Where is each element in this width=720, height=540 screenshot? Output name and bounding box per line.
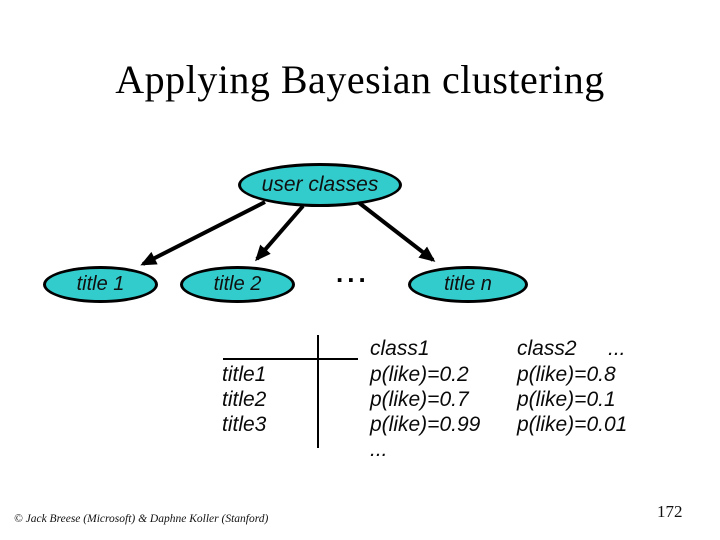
table-header-ellipsis: ... — [608, 337, 626, 360]
table-row-label: title3 — [222, 413, 267, 436]
arrow-user-classes-to-title-n — [356, 200, 436, 262]
table-cell: p(like)=0.99 — [370, 413, 481, 436]
table-cell: p(like)=0.8 — [517, 363, 616, 386]
node-user-classes-label: user classes — [261, 173, 379, 196]
nodes-ellipsis: ... — [336, 258, 370, 288]
table-cell: p(like)=0.1 — [517, 388, 616, 411]
table-vertical-divider — [317, 335, 319, 448]
table-cell: p(like)=0.2 — [370, 363, 469, 386]
node-title-1-label: title 1 — [76, 273, 125, 295]
table-header-class1: class1 — [370, 337, 430, 360]
page-number: 172 — [657, 502, 683, 521]
node-user-classes: user classes — [238, 163, 402, 207]
node-title-2-label: title 2 — [213, 273, 262, 295]
node-title-1: title 1 — [43, 266, 158, 303]
slide-title: Applying Bayesian clustering — [115, 57, 605, 102]
table-header-class2: class2 — [517, 337, 577, 360]
table-row-label: title2 — [222, 388, 267, 411]
table-more-rows-ellipsis: ... — [370, 438, 388, 461]
node-title-2: title 2 — [180, 266, 295, 303]
arrow-user-classes-to-title-2 — [255, 204, 305, 262]
node-title-n-label: title n — [444, 273, 492, 295]
table-row-label: title1 — [222, 363, 267, 386]
table-horizontal-divider — [223, 358, 358, 360]
table-cell: p(like)=0.01 — [517, 413, 628, 436]
arrow-user-classes-to-title-1 — [140, 200, 266, 266]
table-cell: p(like)=0.7 — [370, 388, 469, 411]
copyright-footer: © Jack Breese (Microsoft) & Daphne Kolle… — [14, 513, 269, 525]
node-title-n: title n — [408, 266, 528, 303]
